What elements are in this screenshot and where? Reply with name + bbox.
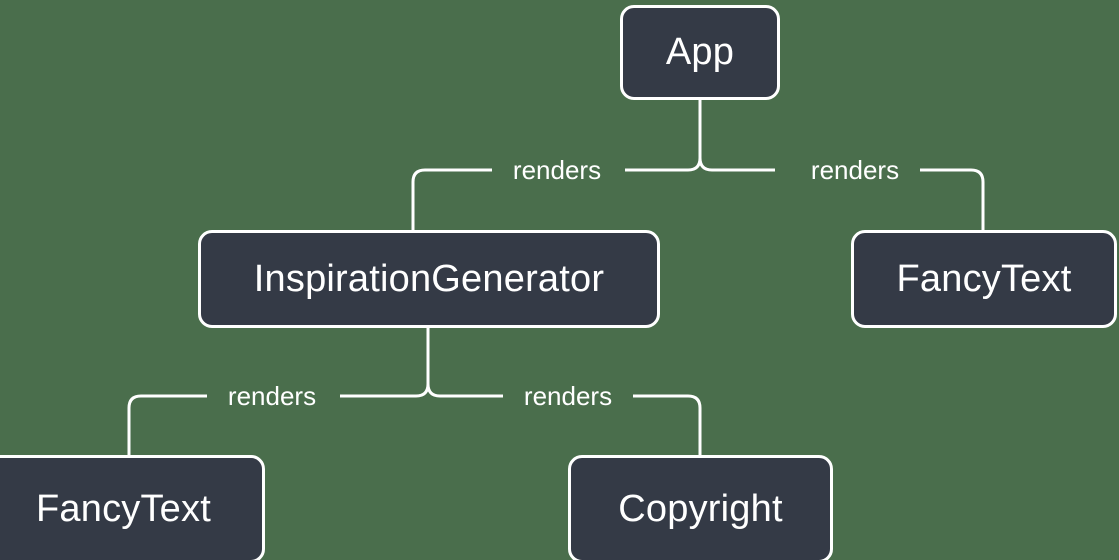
edge-app-to-fancytext [698, 157, 775, 172]
edge-inspirationgenerator-to-copyright-right [633, 394, 702, 455]
node-fancy-text-right[interactable]: FancyText [851, 230, 1117, 328]
edge-label-inspiration-generator-to-copyright: renders [523, 381, 613, 411]
edge-inspirationgenerator-to-fancytext [340, 383, 430, 398]
edge-app-to-inspirationgenerator-left [411, 168, 492, 230]
node-fancy-text-left[interactable]: FancyText [0, 455, 265, 560]
edge-app-to-inspirationgenerator [625, 157, 702, 172]
edge-inspirationgenerator-to-fancytext-left [127, 394, 207, 455]
node-copyright[interactable]: Copyright [568, 455, 833, 560]
edge-label-inspiration-generator-to-fancy-text: renders [227, 381, 317, 411]
edge-label-app-to-inspiration-generator: renders [512, 155, 602, 185]
edge-app-to-fancytext-right [920, 168, 985, 230]
edge-inspirationgenerator-to-copyright [426, 383, 503, 398]
node-app[interactable]: App [620, 5, 780, 100]
node-inspiration-generator[interactable]: InspirationGenerator [198, 230, 660, 328]
edge-label-app-to-fancy-text: renders [810, 155, 900, 185]
